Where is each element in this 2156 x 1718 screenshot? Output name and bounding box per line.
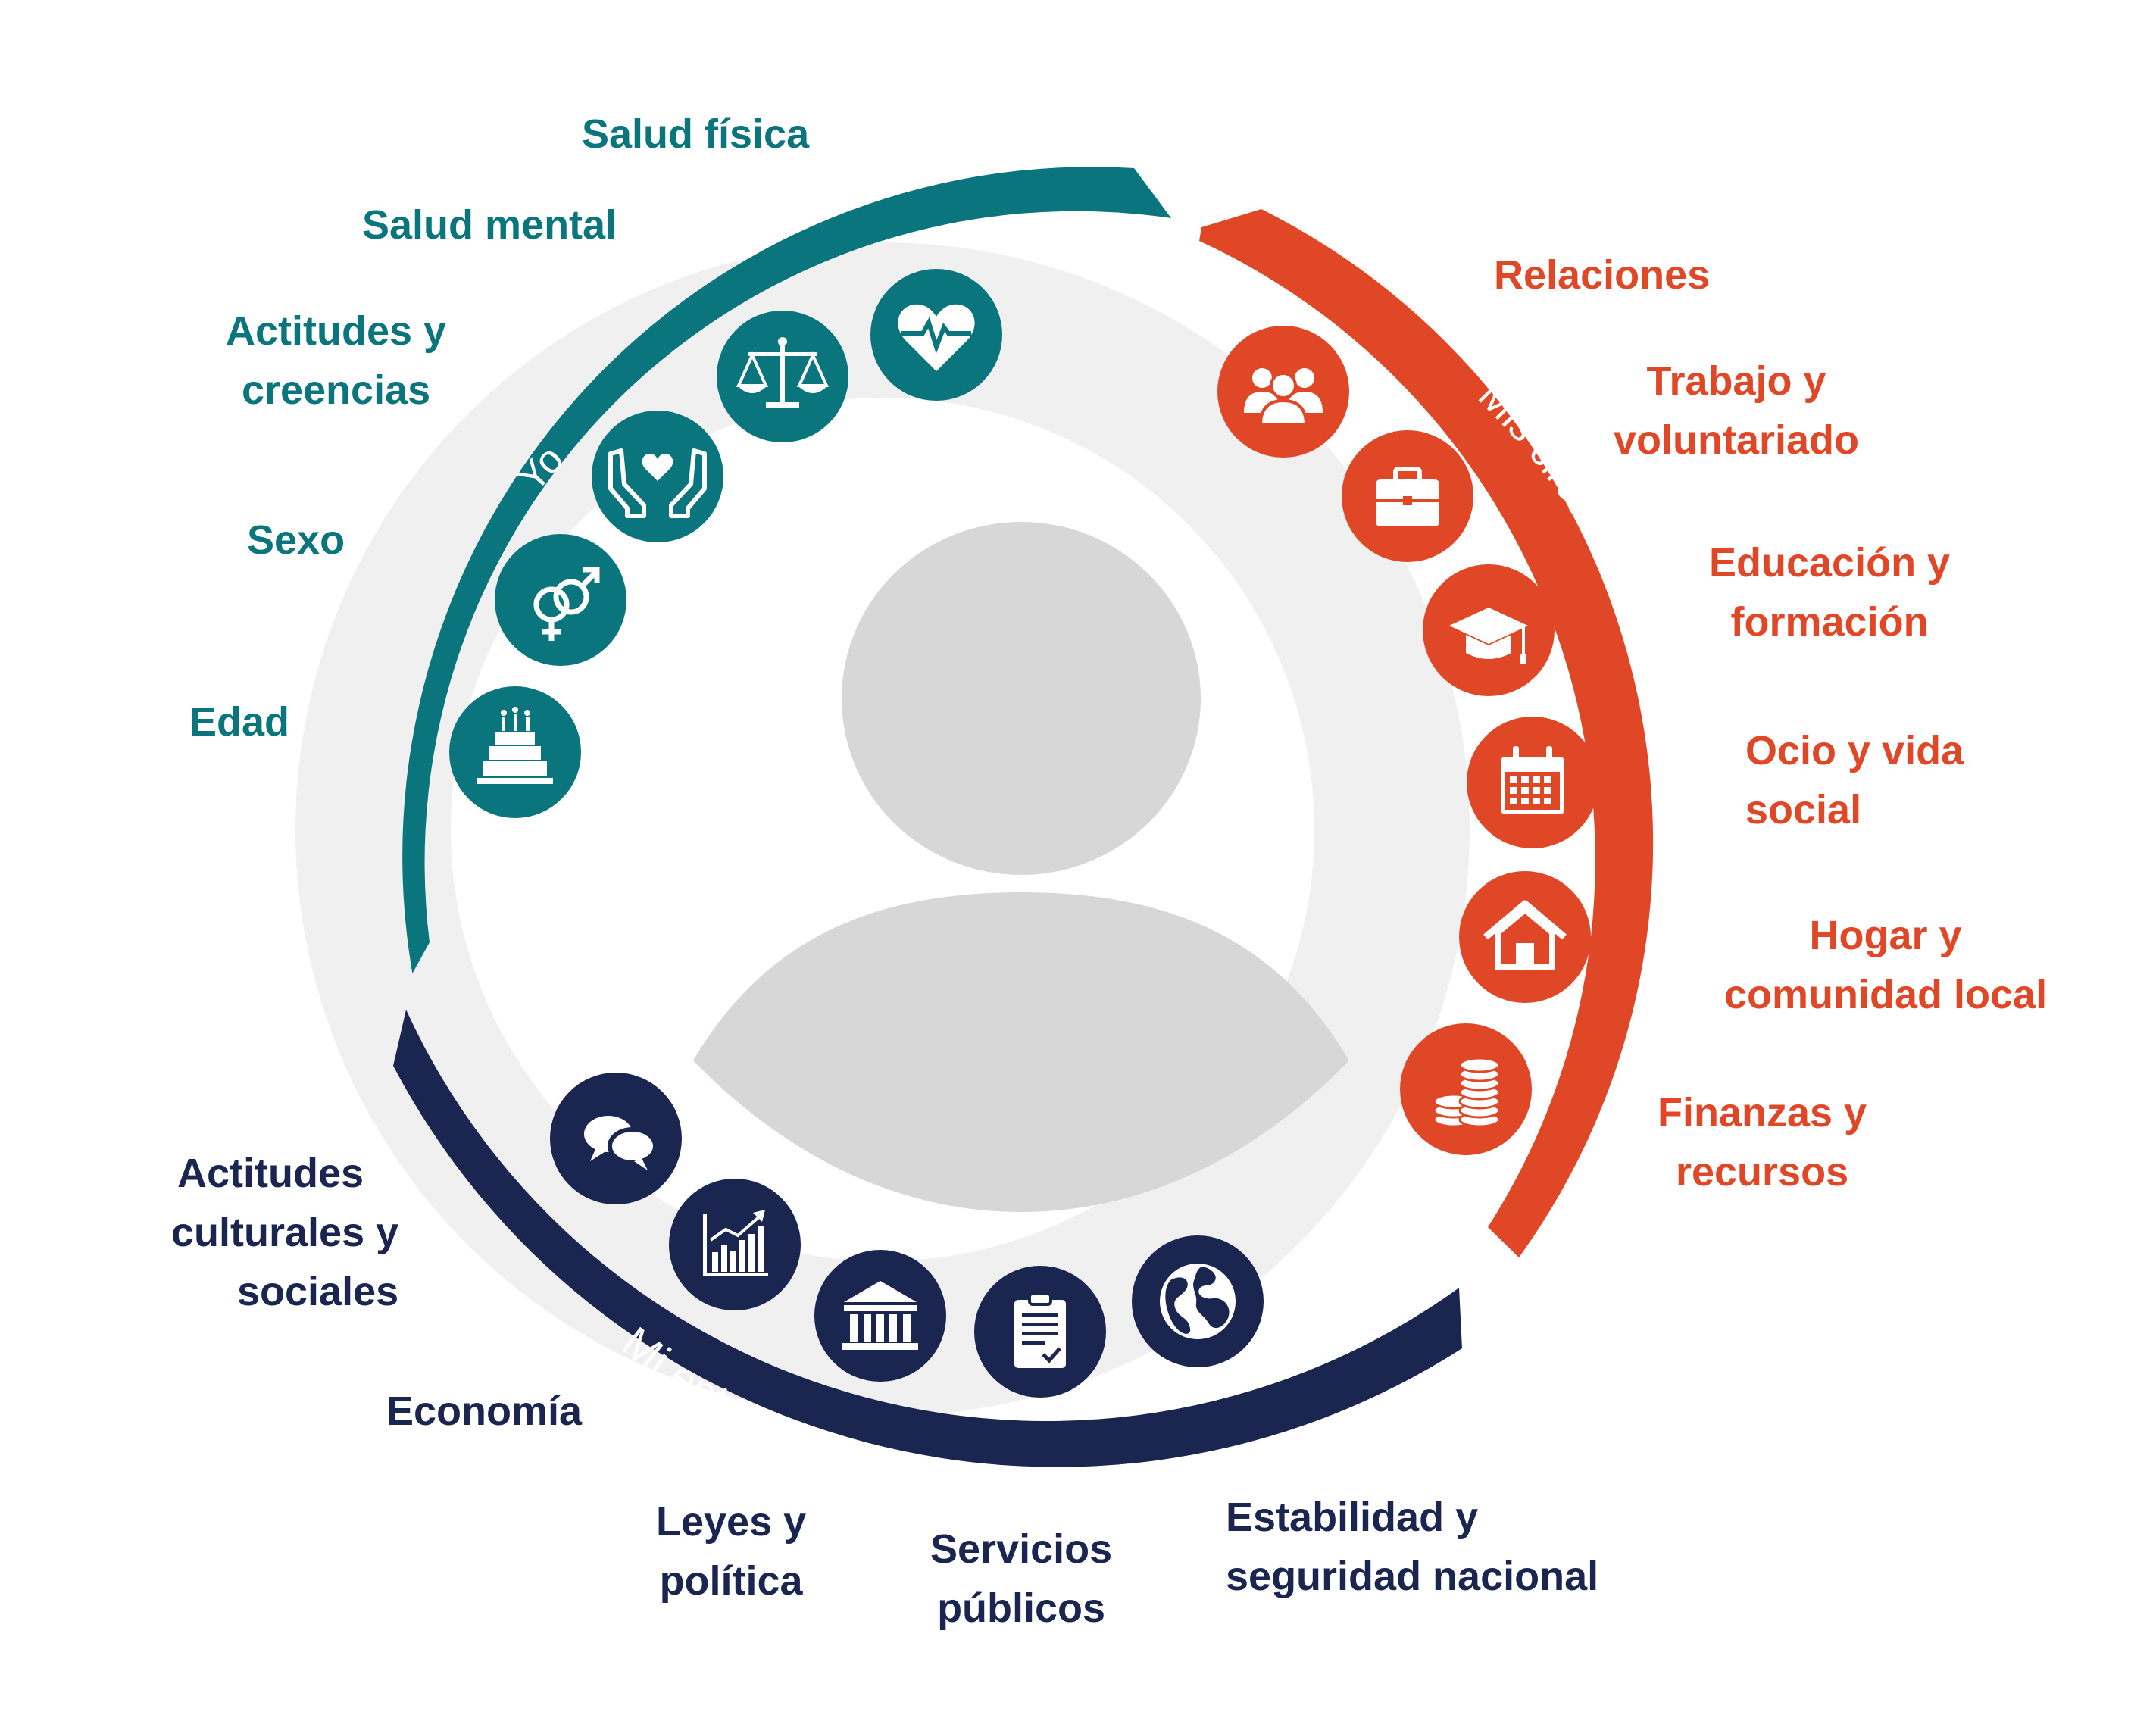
label-actitudes-culturales: Actitudes culturales y sociales [171,1151,399,1314]
scales-icon [717,311,848,442]
coins-stack-icon [1400,1023,1532,1155]
label-estabilidad-seguridad: Estabilidad y seguridad nacional [1226,1495,1599,1599]
label-relaciones: Relaciones [1494,252,1711,298]
person-silhouette-icon [693,522,1349,1212]
calendar-icon [1467,717,1598,848]
government-building-icon [814,1250,946,1382]
speech-bubbles-icon [550,1073,682,1204]
gender-symbols-icon [495,534,626,666]
label-sexo: Sexo [247,517,345,563]
environment-arc [393,1010,1462,1467]
label-economia: Economía [386,1388,583,1434]
heartbeat-icon [870,269,1002,401]
hands-heart-icon [592,411,723,542]
label-salud-mental: Salud mental [362,202,617,248]
label-finanzas-recursos: Finanzas y recursos [1658,1090,1867,1195]
briefcase-icon [1342,430,1473,562]
globe-icon [1132,1235,1264,1367]
house-icon [1459,871,1591,1003]
label-actitudes-creencias: Actitudes y creencias [226,308,447,413]
label-trabajo-voluntariado: Trabajo y voluntariado [1614,358,1860,463]
label-servicios-publicos: Servicios públicos [930,1526,1113,1631]
label-ocio-vida-social: Ocio y vida social [1745,728,1964,832]
label-edad: Edad [189,699,290,745]
label-leyes-politica: Leyes y política [656,1499,807,1604]
label-educacion-formacion: Educación y formación [1709,540,1951,645]
bar-chart-icon [669,1179,801,1310]
circumstances-arc [1199,209,1654,1257]
graduation-cap-icon [1423,564,1555,696]
label-salud-fisica: Salud física [582,111,810,157]
clipboard-check-icon [974,1266,1106,1398]
birthday-cake-icon [449,686,581,818]
label-hogar-comunidad: Hogar y comunidad local [1724,913,2048,1017]
people-group-icon [1217,326,1349,458]
